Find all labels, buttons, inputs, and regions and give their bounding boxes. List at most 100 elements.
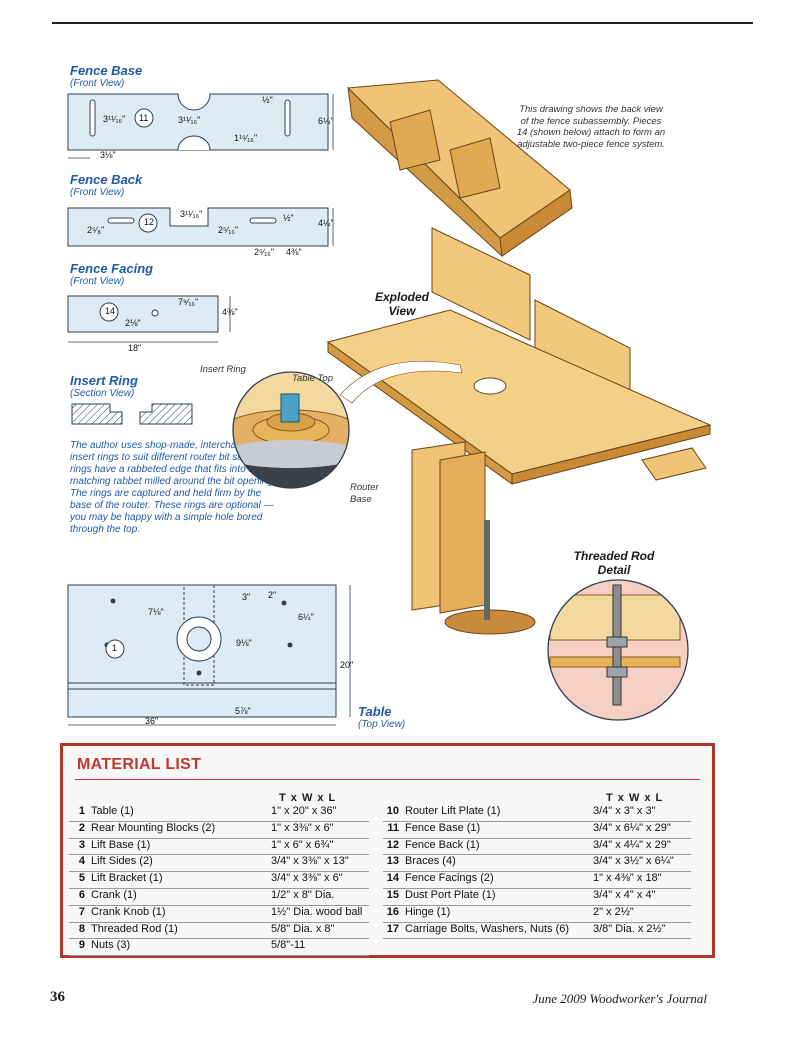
material-row-part: Braces (4) — [405, 855, 456, 868]
material-row-dims: 1" x 6" x 6¾" — [271, 838, 334, 851]
material-row-number: 16 — [386, 905, 399, 918]
table-dim: 9⅛" — [236, 638, 252, 648]
material-row-number: 7 — [78, 905, 85, 918]
material-row-number: 1 — [78, 805, 85, 817]
fence-facing-part-number: 14 — [105, 306, 116, 316]
fence-base-view: (Front View) — [70, 78, 125, 89]
material-list-rule — [75, 779, 700, 780]
material-row-dims: 1" x 4⅜" x 18" — [593, 872, 662, 885]
material-col-header-left: T x W x L — [279, 792, 337, 804]
insert-ring-view: (Section View) — [70, 388, 135, 399]
material-row: 7 Crank Knob (1) 1½" Dia. wood ball — [69, 906, 369, 923]
fence-back-view: (Front View) — [70, 187, 125, 198]
table-dim: 5⅞" — [235, 706, 251, 716]
fence-facing-dim: 18" — [128, 343, 142, 353]
material-row-part: Lift Sides (2) — [91, 855, 153, 868]
material-row-part: Nuts (3) — [91, 939, 131, 952]
material-row-dims: 5/8"-11 — [271, 939, 306, 952]
material-row-dims: 3/4" x 3" x 3" — [593, 805, 656, 817]
material-row-number: 15 — [386, 889, 399, 901]
material-row: 13 Braces (4) 3/4" x 3½" x 6¼" — [383, 855, 691, 873]
fence-base-dim: 6¼" — [318, 116, 334, 126]
material-row-number: 13 — [386, 855, 399, 868]
page-number: 36 — [50, 989, 65, 1005]
fence-back-drawing — [67, 207, 334, 247]
fence-base-dim: 3¹¹⁄₁₆" — [178, 115, 201, 125]
issue-line: June 2009 Woodworker's Journal — [532, 991, 707, 1006]
table-part-number: 1 — [112, 643, 118, 653]
material-row-dims: 1" x 20" x 36" — [271, 805, 337, 817]
material-row: 4 Lift Sides (2) 3/4" x 3⅜" x 13" — [69, 855, 369, 873]
material-row-part: Threaded Rod (1) — [91, 922, 178, 935]
material-row-dims: 3/4" x 4¼" x 29" — [593, 838, 671, 851]
insert-ring-detail — [232, 371, 350, 489]
material-row-number: 17 — [386, 922, 399, 935]
material-row-dims: 1½" Dia. wood ball — [271, 905, 363, 918]
material-row-dims: 3/4" x 3⅜" x 13" — [271, 855, 349, 868]
material-row: 1 Table (1) 1" x 20" x 36" — [69, 805, 369, 822]
table-dim: 2" — [268, 590, 277, 600]
fence-back-dim: 4¼" — [318, 218, 334, 228]
fence-back-dim: 2⁵⁄₁₆" — [254, 247, 275, 257]
material-row-dims: 1" x 3⅜" x 6" — [271, 821, 334, 834]
material-row-part: Crank Knob (1) — [91, 905, 166, 918]
material-row-number: 4 — [78, 855, 85, 868]
material-row-dims: 3/8" Dia. x 2½" — [593, 922, 666, 935]
fence-back-dim: 3¹¹⁄₁₆" — [180, 209, 203, 219]
material-row: 11 Fence Base (1) 3/4" x 6¼" x 29" — [383, 822, 691, 839]
material-row-part: Fence Base (1) — [405, 821, 481, 834]
table-dim: 20" — [340, 660, 354, 670]
insert-ring-connector — [339, 360, 463, 404]
fence-base-dim: 1¹⁵⁄₁₆" — [234, 133, 258, 143]
material-row-part: Router Lift Plate (1) — [405, 805, 501, 817]
exploded-view-caption: This drawing shows the back view of the … — [516, 104, 666, 150]
table-top-drawing — [67, 584, 351, 726]
material-row-number: 5 — [78, 872, 85, 885]
material-row-part: Dust Port Plate (1) — [405, 889, 496, 901]
material-row-part: Lift Bracket (1) — [91, 872, 163, 885]
insert-ring-title: Insert Ring — [70, 373, 138, 388]
material-row-part: Fence Facings (2) — [405, 872, 494, 885]
fence-back-dim: ½" — [283, 213, 294, 223]
threaded-rod-detail-title: Threaded Rod Detail — [573, 549, 655, 577]
material-col-header-right: T x W x L — [606, 792, 664, 804]
material-row-part: Rear Mounting Blocks (2) — [91, 821, 216, 834]
fence-back-dim: 4⅜" — [286, 247, 302, 257]
material-row-number: 10 — [386, 805, 399, 817]
exploded-view-title: Exploded View — [374, 290, 429, 318]
material-row-part: Crank (1) — [91, 889, 137, 901]
fence-facing-drawing — [67, 295, 231, 343]
material-row-part: Table (1) — [91, 805, 134, 817]
material-row: 14 Fence Facings (2) 1" x 4⅜" x 18" — [383, 872, 691, 889]
fence-base-dim: ½" — [262, 95, 273, 105]
material-row-dims: 3/4" x 3½" x 6¼" — [593, 855, 674, 868]
material-row-dims: 1/2" x 8" Dia. — [271, 889, 335, 901]
fence-base-dim: 3¹¹⁄₁₆" — [103, 114, 126, 124]
table-top-callout: Table Top — [292, 373, 334, 384]
material-row-number: 3 — [78, 838, 85, 851]
material-row-number: 11 — [387, 821, 399, 834]
table-dim: 6¼" — [298, 612, 314, 622]
material-row: 2 Rear Mounting Blocks (2) 1" x 3⅜" x 6" — [69, 822, 369, 839]
fence-base-dim: 3⅛" — [100, 150, 116, 160]
material-row: 5 Lift Bracket (1) 3/4" x 3⅜" x 6" — [69, 872, 369, 889]
table-view-title: Table — [358, 704, 392, 719]
material-row-number: 2 — [78, 821, 85, 834]
fence-back-dim: 2⁵⁄₈" — [87, 225, 105, 235]
material-row-dims: 3/4" x 6¼" x 29" — [593, 821, 671, 834]
table-dim: 3" — [242, 592, 251, 602]
material-row-dims: 3/4" x 3⅜" x 6" — [271, 872, 343, 885]
material-row-number: 14 — [386, 872, 399, 885]
table-dim: 36" — [145, 716, 159, 726]
material-row-number: 12 — [386, 838, 399, 851]
fence-facing-view: (Front View) — [70, 276, 125, 287]
fence-base-drawing — [67, 93, 334, 159]
material-row-dims: 5/8" Dia. x 8" — [271, 922, 335, 935]
fence-back-dim: 2⁵⁄₁₆" — [218, 225, 239, 235]
